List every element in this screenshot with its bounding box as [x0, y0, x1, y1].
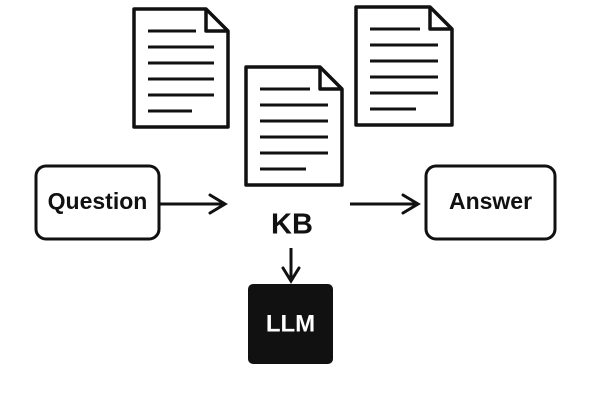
arrow-down-icon: [281, 248, 301, 284]
llm-label: LLM: [266, 310, 315, 337]
answer-node: Answer: [424, 164, 557, 241]
question-node: Question: [34, 164, 161, 241]
llm-node: LLM: [248, 284, 333, 364]
kb-label: KB: [271, 209, 313, 241]
answer-label: Answer: [449, 188, 532, 214]
document-icon: [354, 5, 454, 127]
arrow-right-icon: [350, 193, 421, 215]
document-icon: [244, 65, 344, 187]
question-label: Question: [48, 188, 148, 214]
arrow-right-icon: [160, 193, 228, 215]
document-icon: [132, 7, 230, 129]
